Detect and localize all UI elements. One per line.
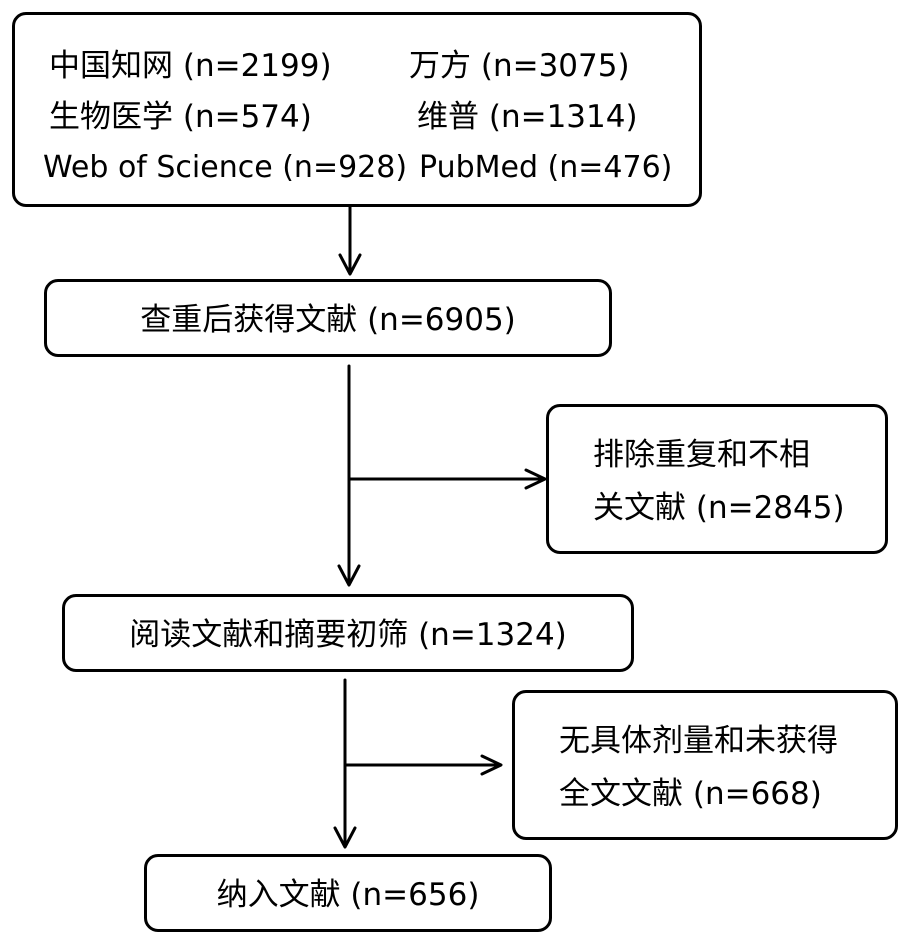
excluded2-box: 无具体剂量和未获得 全文文献 (n=668) [512,690,898,840]
included-text: 纳入文献 (n=656) [216,877,480,913]
screen-text: 阅读文献和摘要初筛 (n=1324) [129,617,567,653]
excluded2-line1: 无具体剂量和未获得 [559,723,838,759]
source-biomed: 生物医学 (n=574) [49,99,312,135]
excluded1-line1: 排除重复和不相 [593,437,810,473]
excluded1-line2: 关文献 (n=2845) [593,490,845,526]
source-wos: Web of Science (n=928) [43,150,408,185]
source-pubmed: PubMed (n=476) [419,150,673,185]
dedup-box: 查重后获得文献 (n=6905) [44,279,612,357]
source-vip: 维普 (n=1314) [417,99,638,135]
source-wanfang: 万方 (n=3075) [409,48,630,84]
dedup-text: 查重后获得文献 (n=6905) [140,302,516,338]
sources-box: 中国知网 (n=2199) 万方 (n=3075) 生物医学 (n=574) 维… [12,12,702,207]
included-box: 纳入文献 (n=656) [144,854,552,932]
source-cnki: 中国知网 (n=2199) [49,48,332,84]
excluded1-box: 排除重复和不相 关文献 (n=2845) [546,404,888,554]
excluded2-line2: 全文文献 (n=668) [559,776,822,812]
screen-box: 阅读文献和摘要初筛 (n=1324) [62,594,634,672]
